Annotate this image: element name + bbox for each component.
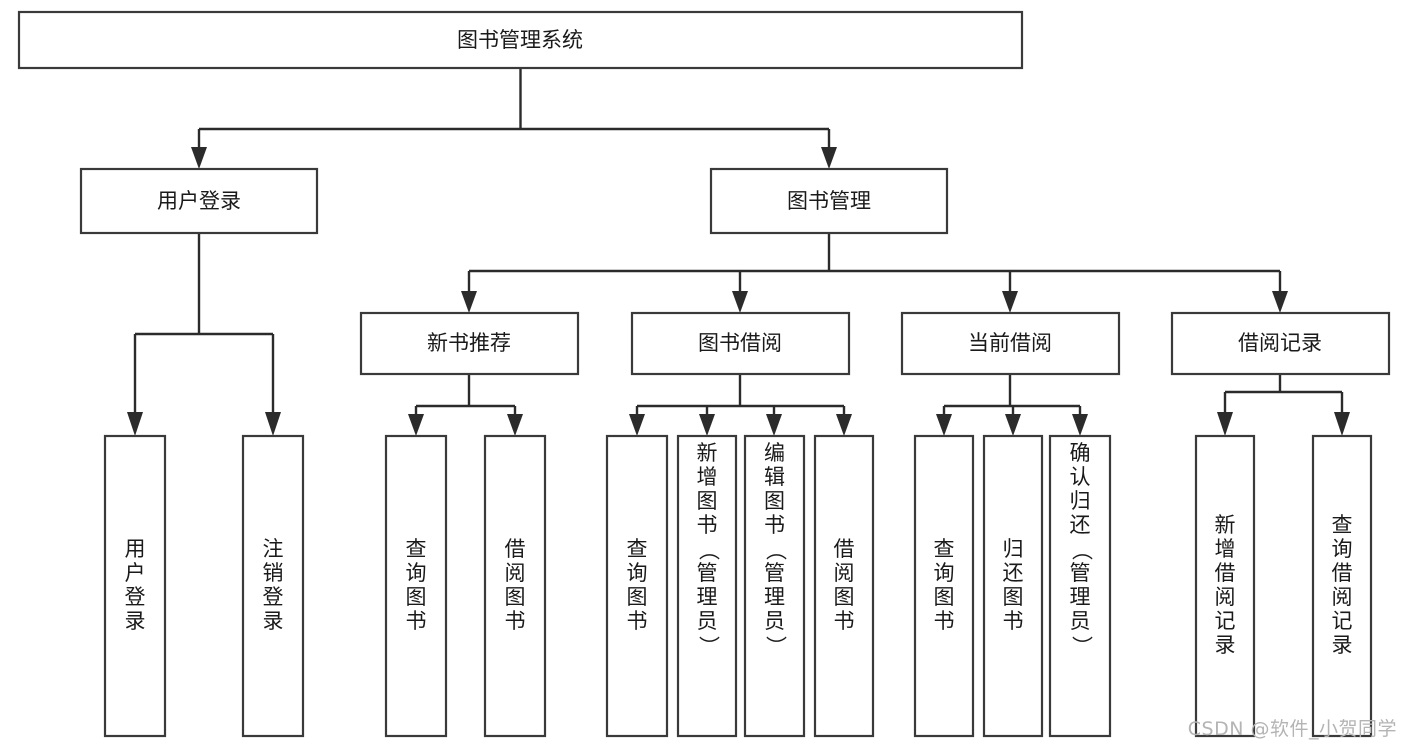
node-box-new-book-recommend[interactable]	[359, 311, 580, 376]
node-box-query-book-1[interactable]	[384, 434, 448, 738]
connector-layer	[127, 68, 1350, 436]
csdn-watermark: CSDN @软件_小贺同学	[1187, 718, 1397, 740]
node-label-borrow-record: 借阅记录	[1238, 331, 1322, 355]
node-box-user-login[interactable]	[79, 167, 319, 235]
arrow-head-current-borrow	[1002, 291, 1018, 313]
node-box-book-borrow[interactable]	[630, 311, 851, 376]
arrow-head-borrow-book-1	[507, 414, 523, 436]
node-box-return-book[interactable]	[982, 434, 1044, 738]
arrow-head-return-book	[1005, 414, 1021, 436]
node-box-edit-book-admin[interactable]	[743, 434, 806, 738]
arrow-head-query-borrow-record	[1334, 412, 1350, 436]
arrow-head-edit-book-admin	[766, 414, 782, 436]
node-label-root: 图书管理系统	[457, 28, 583, 52]
node-box-query-book-2[interactable]	[605, 434, 669, 738]
arrow-head-book-manage	[821, 147, 837, 169]
arrow-head-book-borrow	[732, 291, 748, 313]
node-box-query-borrow-record[interactable]	[1311, 434, 1373, 738]
node-box-current-borrow[interactable]	[900, 311, 1121, 376]
node-label-book-manage: 图书管理	[787, 189, 871, 213]
node-box-borrow-record[interactable]	[1170, 311, 1391, 376]
node-label-book-borrow: 图书借阅	[698, 331, 782, 355]
arrow-head-confirm-return-admin	[1072, 414, 1088, 436]
node-box-add-book-admin[interactable]	[676, 434, 738, 738]
node-box-query-book-3[interactable]	[913, 434, 975, 738]
arrow-head-borrow-record	[1272, 291, 1288, 313]
node-label-user-login: 用户登录	[157, 189, 241, 213]
node-box-root[interactable]	[17, 10, 1024, 70]
arrow-head-query-book-2	[629, 414, 645, 436]
node-layer: 图书管理系统 用户登录 图书管理 新书推荐 图书借阅 当前借阅 借阅记录	[17, 10, 1391, 738]
node-box-confirm-return-admin[interactable]	[1048, 434, 1112, 738]
arrow-head-add-book-admin	[699, 414, 715, 436]
node-box-user-login-do[interactable]	[103, 434, 167, 738]
arrow-head-add-borrow-record	[1217, 412, 1233, 436]
arrow-head-user-login	[191, 147, 207, 169]
arrow-head-user-logout	[265, 412, 281, 436]
node-box-user-logout[interactable]	[241, 434, 305, 738]
node-box-book-manage[interactable]	[709, 167, 949, 235]
node-box-add-borrow-record[interactable]	[1194, 434, 1256, 738]
arrow-head-query-book-1	[408, 414, 424, 436]
arrow-head-borrow-book-2	[836, 414, 852, 436]
node-box-borrow-book-2[interactable]	[813, 434, 875, 738]
arrow-head-new-book-recommend	[461, 291, 477, 313]
node-label-current-borrow: 当前借阅	[968, 331, 1052, 355]
arrow-head-user-login-do	[127, 412, 143, 436]
node-box-borrow-book-1[interactable]	[483, 434, 547, 738]
node-label-new-book-recommend: 新书推荐	[427, 331, 511, 355]
arrow-head-query-book-3	[936, 414, 952, 436]
